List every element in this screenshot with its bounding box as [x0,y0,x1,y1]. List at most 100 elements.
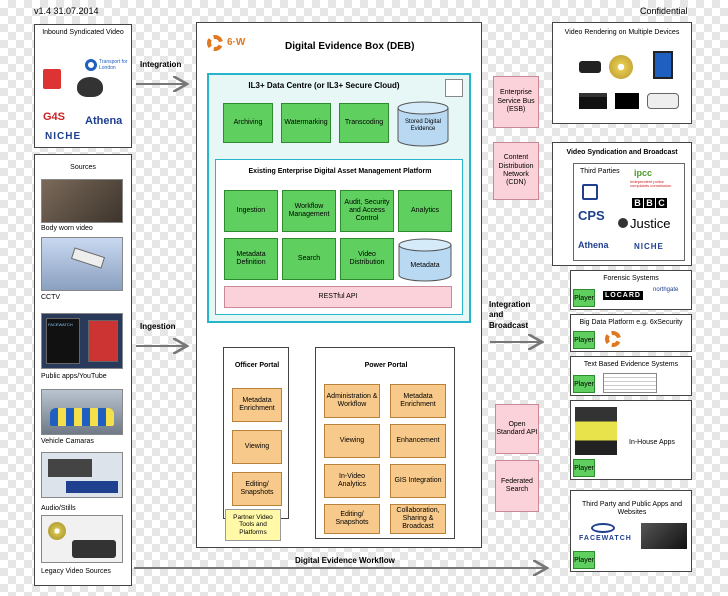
6w-logo-icon [207,35,223,51]
bigdata-panel: Big Data Platform e.g. 6xSecurity Player [570,314,692,352]
northgate-logo: northgate [653,287,679,293]
platform-panel: Existing Enterprise Digital Asset Manage… [215,159,463,315]
public-apps-thumb: FACEWATCH [41,313,123,369]
vehicle-device-icon [647,93,679,109]
power-admin-box: Administration & Workflow [324,384,380,418]
platform-title: Existing Enterprise Digital Asset Manage… [248,168,432,175]
metadata-cylinder [398,238,452,282]
analytics-box: Analytics [398,190,452,232]
inbound-panel: Inbound Syndicated Video Transport for L… [34,24,132,148]
inhouse-player-button[interactable]: Player [573,459,595,477]
phone-photo-image [641,523,687,549]
federated-search-box: Federated Search [495,460,539,512]
partner-tools-box: Partner Video Tools and Platforms [225,509,281,541]
open-api-box: Open Standard API [495,404,539,454]
eye-icon [591,523,615,533]
screen-icon [66,481,118,493]
tfl-roundel-icon [85,59,97,71]
datacentre-panel: IL3+ Data Centre (or IL3+ Secure Cloud) … [207,73,471,323]
bbc-letter: B [632,198,643,208]
bus-icon [43,69,61,89]
video-distribution-box: Video Distribution [340,238,394,280]
bigdata-player-button[interactable]: Player [573,331,595,349]
watermarking-box: Watermarking [281,103,331,143]
restful-api-box: RESTful API [224,286,452,308]
officer-portal-title: Officer Portal [234,362,280,369]
thirdparty-player-button[interactable]: Player [573,551,595,569]
version-label: v1.4 31.07.2014 [34,6,99,16]
facewatch-small: FACEWATCH [48,322,73,327]
integration-label: Integration [140,60,182,69]
phone-icon [46,318,80,364]
athena-logo: Athena [85,115,123,127]
cps-logo: CPS [578,208,605,223]
sources-panel: Sources Body worn video CCTV FACEWATCH P… [34,154,132,586]
syndication-title: Video Syndication and Broadcast [566,149,678,156]
6w-logo-text: 6·W [227,37,246,48]
officer-metadata-box: Metadata Enrichment [232,388,282,422]
officer-editing-box: Editing/ Snapshots [232,472,282,506]
source-label-legacy: Legacy Video Sources [41,568,111,575]
source-label-body-worn: Body worn video [41,225,93,232]
sources-title: Sources [70,164,96,171]
tablet-device-icon [653,51,673,79]
third-parties-label: Third Parties [580,168,620,175]
legacy-sources-thumb [41,515,123,563]
forensic-title: Forensic Systems [603,275,659,282]
bigdata-title: Big Data Platform e.g. 6xSecurity [579,319,683,326]
integration-broadcast-label: Integration and Broadcast [489,300,531,330]
niche-logo: NICHE [45,131,82,142]
source-label-vehicle: Vehicle Camaras [41,438,94,445]
recorder-icon [48,459,92,477]
bbc-letter: C [656,198,667,208]
workflow-management-box: Workflow Management [282,190,336,232]
crest-icon [445,79,463,97]
disc-device-icon [609,55,633,79]
justice-logo: Justice [630,216,671,231]
body-worn-video-thumb [41,179,123,223]
g4s-logo: G4S [43,111,66,123]
rendering-panel: Video Rendering on Multiple Devices [552,22,692,124]
thirdparty-panel: Third Party and Public Apps and Websites… [570,490,692,572]
document-icon [603,373,657,393]
inhouse-panel: In-House Apps Player [570,400,692,480]
ingestion-box: Ingestion [224,190,278,232]
source-label-audio: Audio/Stills [41,505,76,512]
textbased-title: Text Based Evidence Systems [583,361,679,368]
confidential-label: Confidential [640,6,688,16]
ingestion-label: Ingestion [140,322,176,331]
power-metadata-box: Metadata Enrichment [390,384,446,418]
power-portal-panel: Power Portal Administration & Workflow M… [315,347,455,539]
textbased-player-button[interactable]: Player [573,375,595,393]
tablet-icon [88,320,118,362]
forensic-player-button[interactable]: Player [573,289,595,307]
bbc-letter: B [644,198,655,208]
rendering-title: Video Rendering on Multiple Devices [564,29,680,36]
source-label-public-apps: Public apps/YouTube [41,373,107,380]
metadata-store-label: Metadata [410,262,440,269]
tv-device-icon [615,93,639,109]
deb-panel: 6·W Digital Evidence Box (DEB) IL3+ Data… [196,22,482,548]
police-car-icon [50,408,114,426]
phone-device-icon [579,61,601,73]
scales-icon [582,184,598,200]
metadata-definition-box: Metadata Definition [224,238,278,280]
stored-evidence-cylinder [397,101,449,147]
cctv-thumb [41,237,123,291]
power-collaboration-box: Collaboration, Sharing & Broadcast [390,504,446,534]
power-gis-box: GIS Integration [390,464,446,498]
locard-logo: LOCARD [603,291,643,300]
vehicle-camera-thumb [41,389,123,435]
inhouse-label: In-House Apps [629,439,675,446]
cdn-box: Content Distribution Network (CDN) [493,142,539,200]
ipcc-logo: ipcc [634,168,653,178]
athena-right-logo: Athena [578,240,609,250]
source-label-cctv: CCTV [41,294,61,301]
audio-stills-thumb [41,452,123,498]
textbased-panel: Text Based Evidence Systems Player [570,356,692,396]
audit-security-box: Audit, Security and Access Control [340,190,394,232]
laptop-device-icon [579,93,607,109]
power-viewing-box: Viewing [324,424,380,458]
deb-title: Digital Evidence Box (DEB) [285,41,415,52]
crest-small-icon [618,218,628,228]
